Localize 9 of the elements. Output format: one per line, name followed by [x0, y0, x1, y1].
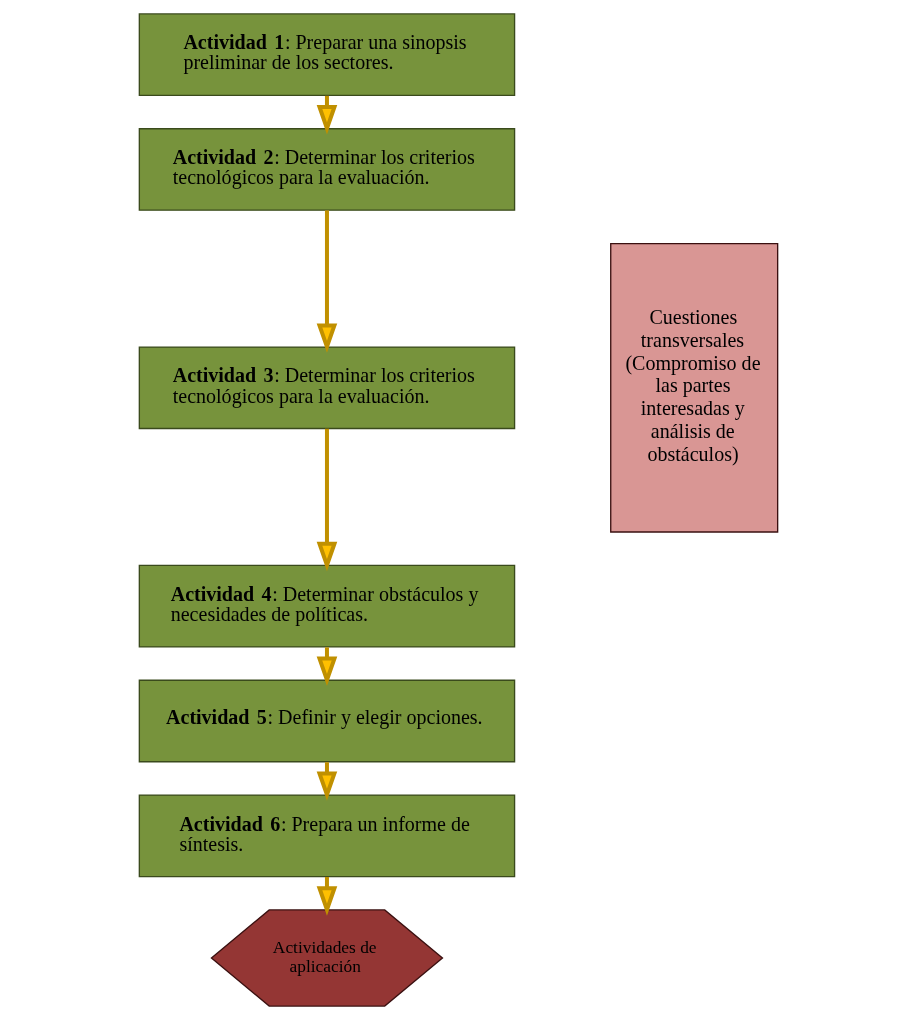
node-box: Actividad 4: Determinar obstáculos y necesidades de políticas. [138, 564, 516, 648]
arrow [316, 428, 338, 572]
node-box: Actividad 5: Definir y elegir opciones. [138, 679, 516, 763]
node-box: Cuestiones transversales (Compromiso de las partes interesadas y análisis de obstáculos) [610, 242, 779, 533]
node-box: Actividad 3: Determinar los criterios tecnológicos para la evaluación. [138, 346, 516, 430]
node-box: Actividad 1: Preparar una sinopsis preliminar de los sectores. [138, 13, 516, 97]
arrow [316, 210, 338, 353]
node-box: Actividad 6: Prepara un informe de síntesis. [138, 794, 516, 878]
node-box: Actividad 2: Determinar los criterios tecnológicos para la evaluación. [138, 128, 516, 211]
